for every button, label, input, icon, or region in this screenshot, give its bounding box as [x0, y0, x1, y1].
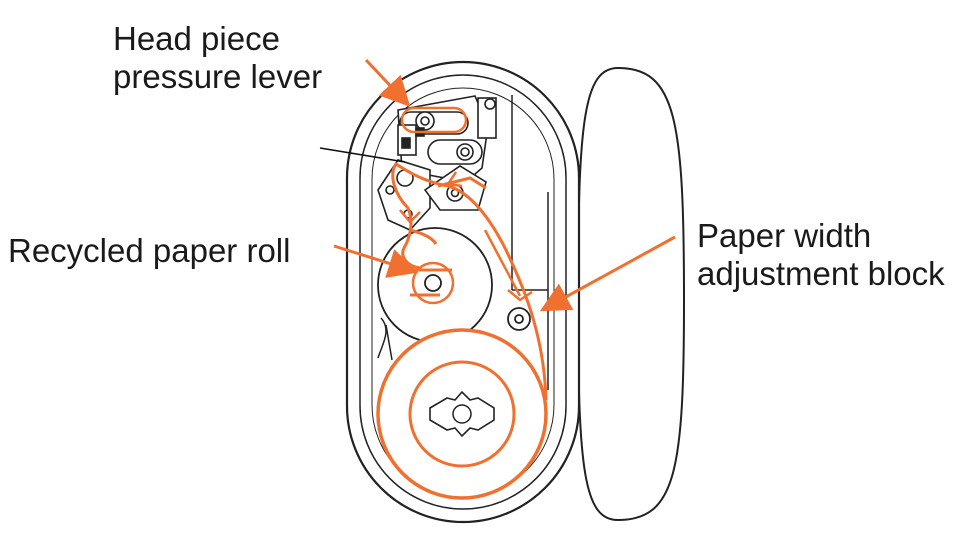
paper-direction-arrow	[507, 289, 533, 302]
recycled-paper-roll-label: Recycled paper roll	[8, 232, 291, 269]
width-block-arrow	[539, 235, 676, 312]
head-piece-label-line2: pressure lever	[113, 58, 323, 95]
recycled-roll-core	[377, 227, 493, 343]
width-block-label-line2: adjustment block	[697, 255, 945, 292]
head-lever-arrow	[364, 58, 411, 107]
callout-arrows	[333, 58, 676, 312]
width-adjustment-roller	[507, 307, 531, 331]
width-block-label-line1: Paper width	[697, 217, 872, 254]
head-piece-label-line1: Head piece	[113, 20, 280, 57]
lid	[576, 66, 686, 522]
leader-line	[319, 147, 406, 163]
recycled-roll-arrow	[333, 244, 419, 278]
head-piece-pressure-lever-label: Head piece pressure lever	[113, 20, 322, 96]
main-paper-roll	[376, 328, 548, 500]
head-path-arrow	[445, 171, 463, 188]
paper-width-adjustment-block-label: Paper width adjustment block	[697, 217, 945, 293]
guide-arrow	[399, 209, 421, 224]
